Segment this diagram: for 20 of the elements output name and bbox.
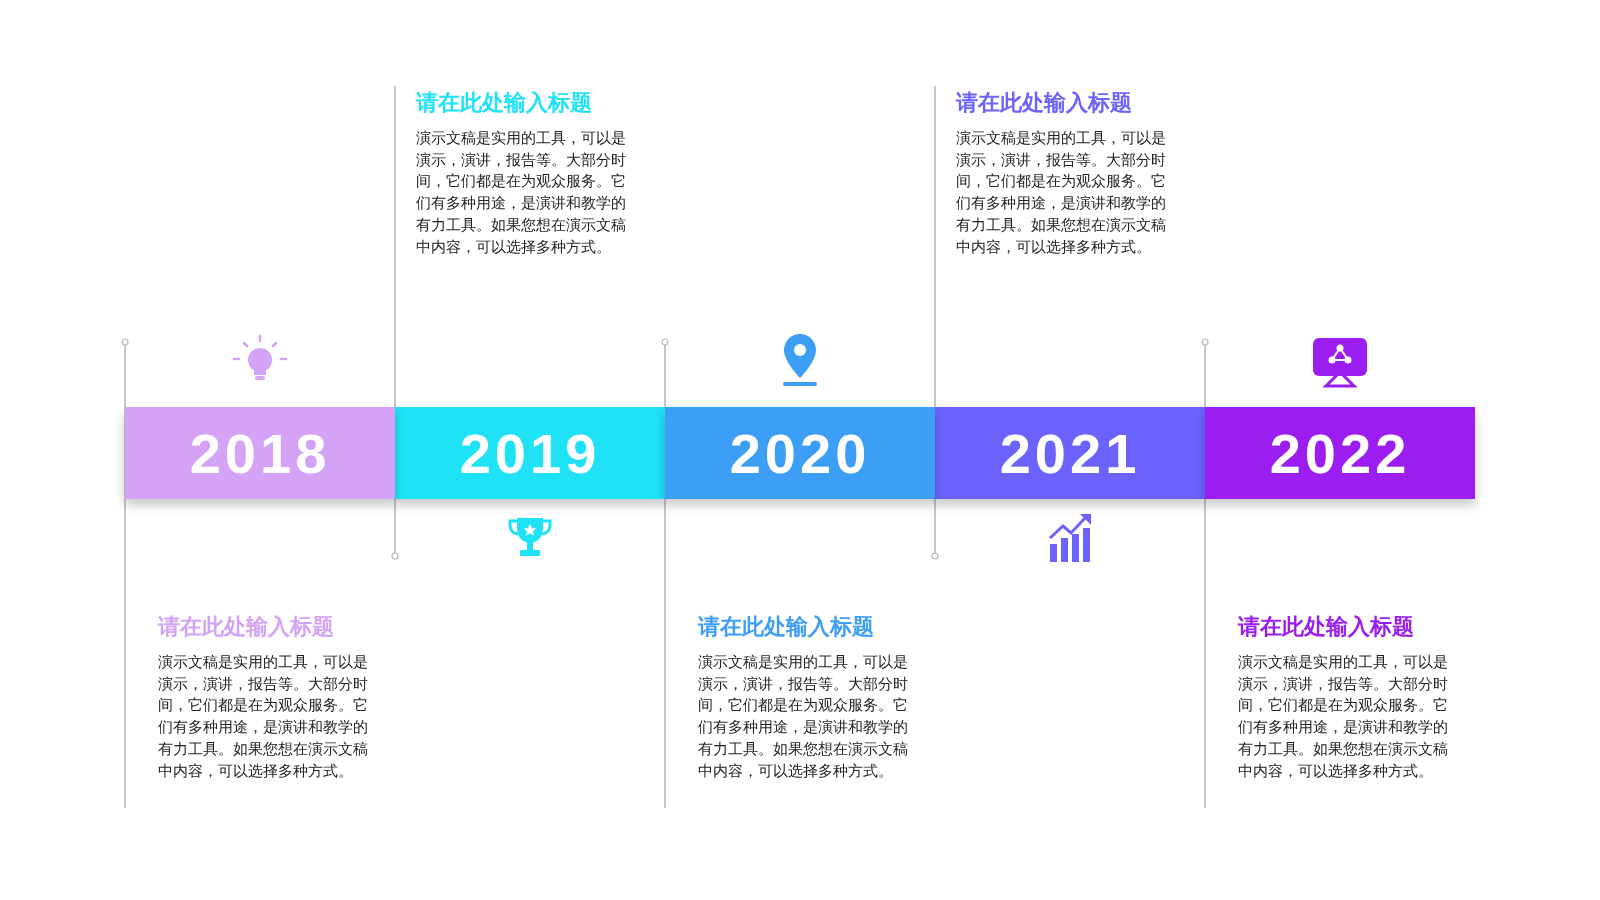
card-title: 请在此处输入标题 (956, 89, 1133, 117)
card-title: 请在此处输入标题 (698, 613, 875, 641)
year-label: 2021 (999, 420, 1141, 486)
card-text: 演示文稿是实用的工具，可以是演示，演讲，报告等。大部分时间，它们都是在为观众服务。它们有多种用途，是演讲和教学的有力工具。如果您想在演示文稿中内容，可以选择多种方式。 (956, 129, 1167, 257)
card-text: 演示文稿是实用的工具，可以是演示，演讲，报告等。大部分时间，它们都是在为观众服务。它们有多种用途，是演讲和教学的有力工具。如果您想在演示文稿中内容，可以选择多种方式。 (698, 653, 909, 781)
card-text: 演示文稿是实用的工具，可以是演示，演讲，报告等。大部分时间，它们都是在为观众服务。它们有多种用途，是演讲和教学的有力工具。如果您想在演示文稿中内容，可以选择多种方式。 (158, 653, 369, 781)
year-segment (395, 407, 665, 499)
card-text: 演示文稿是实用的工具，可以是演示，演讲，报告等。大部分时间，它们都是在为观众服务。它们有多种用途，是演讲和教学的有力工具。如果您想在演示文稿中内容，可以选择多种方式。 (1238, 653, 1449, 781)
card-title: 请在此处输入标题 (1238, 613, 1415, 641)
year-segment (935, 407, 1205, 499)
year-label: 2020 (729, 420, 871, 486)
year-segment (125, 407, 395, 499)
card-text: 演示文稿是实用的工具，可以是演示，演讲，报告等。大部分时间，它们都是在为观众服务。它们有多种用途，是演讲和教学的有力工具。如果您想在演示文稿中内容，可以选择多种方式。 (416, 129, 627, 257)
year-segment (665, 407, 935, 499)
year-label: 2018 (189, 420, 331, 486)
year-label: 2019 (459, 420, 601, 486)
card-title: 请在此处输入标题 (416, 89, 593, 117)
year-label: 2022 (1269, 420, 1411, 486)
year-segment (1205, 407, 1475, 499)
card-title: 请在此处输入标题 (158, 613, 335, 641)
